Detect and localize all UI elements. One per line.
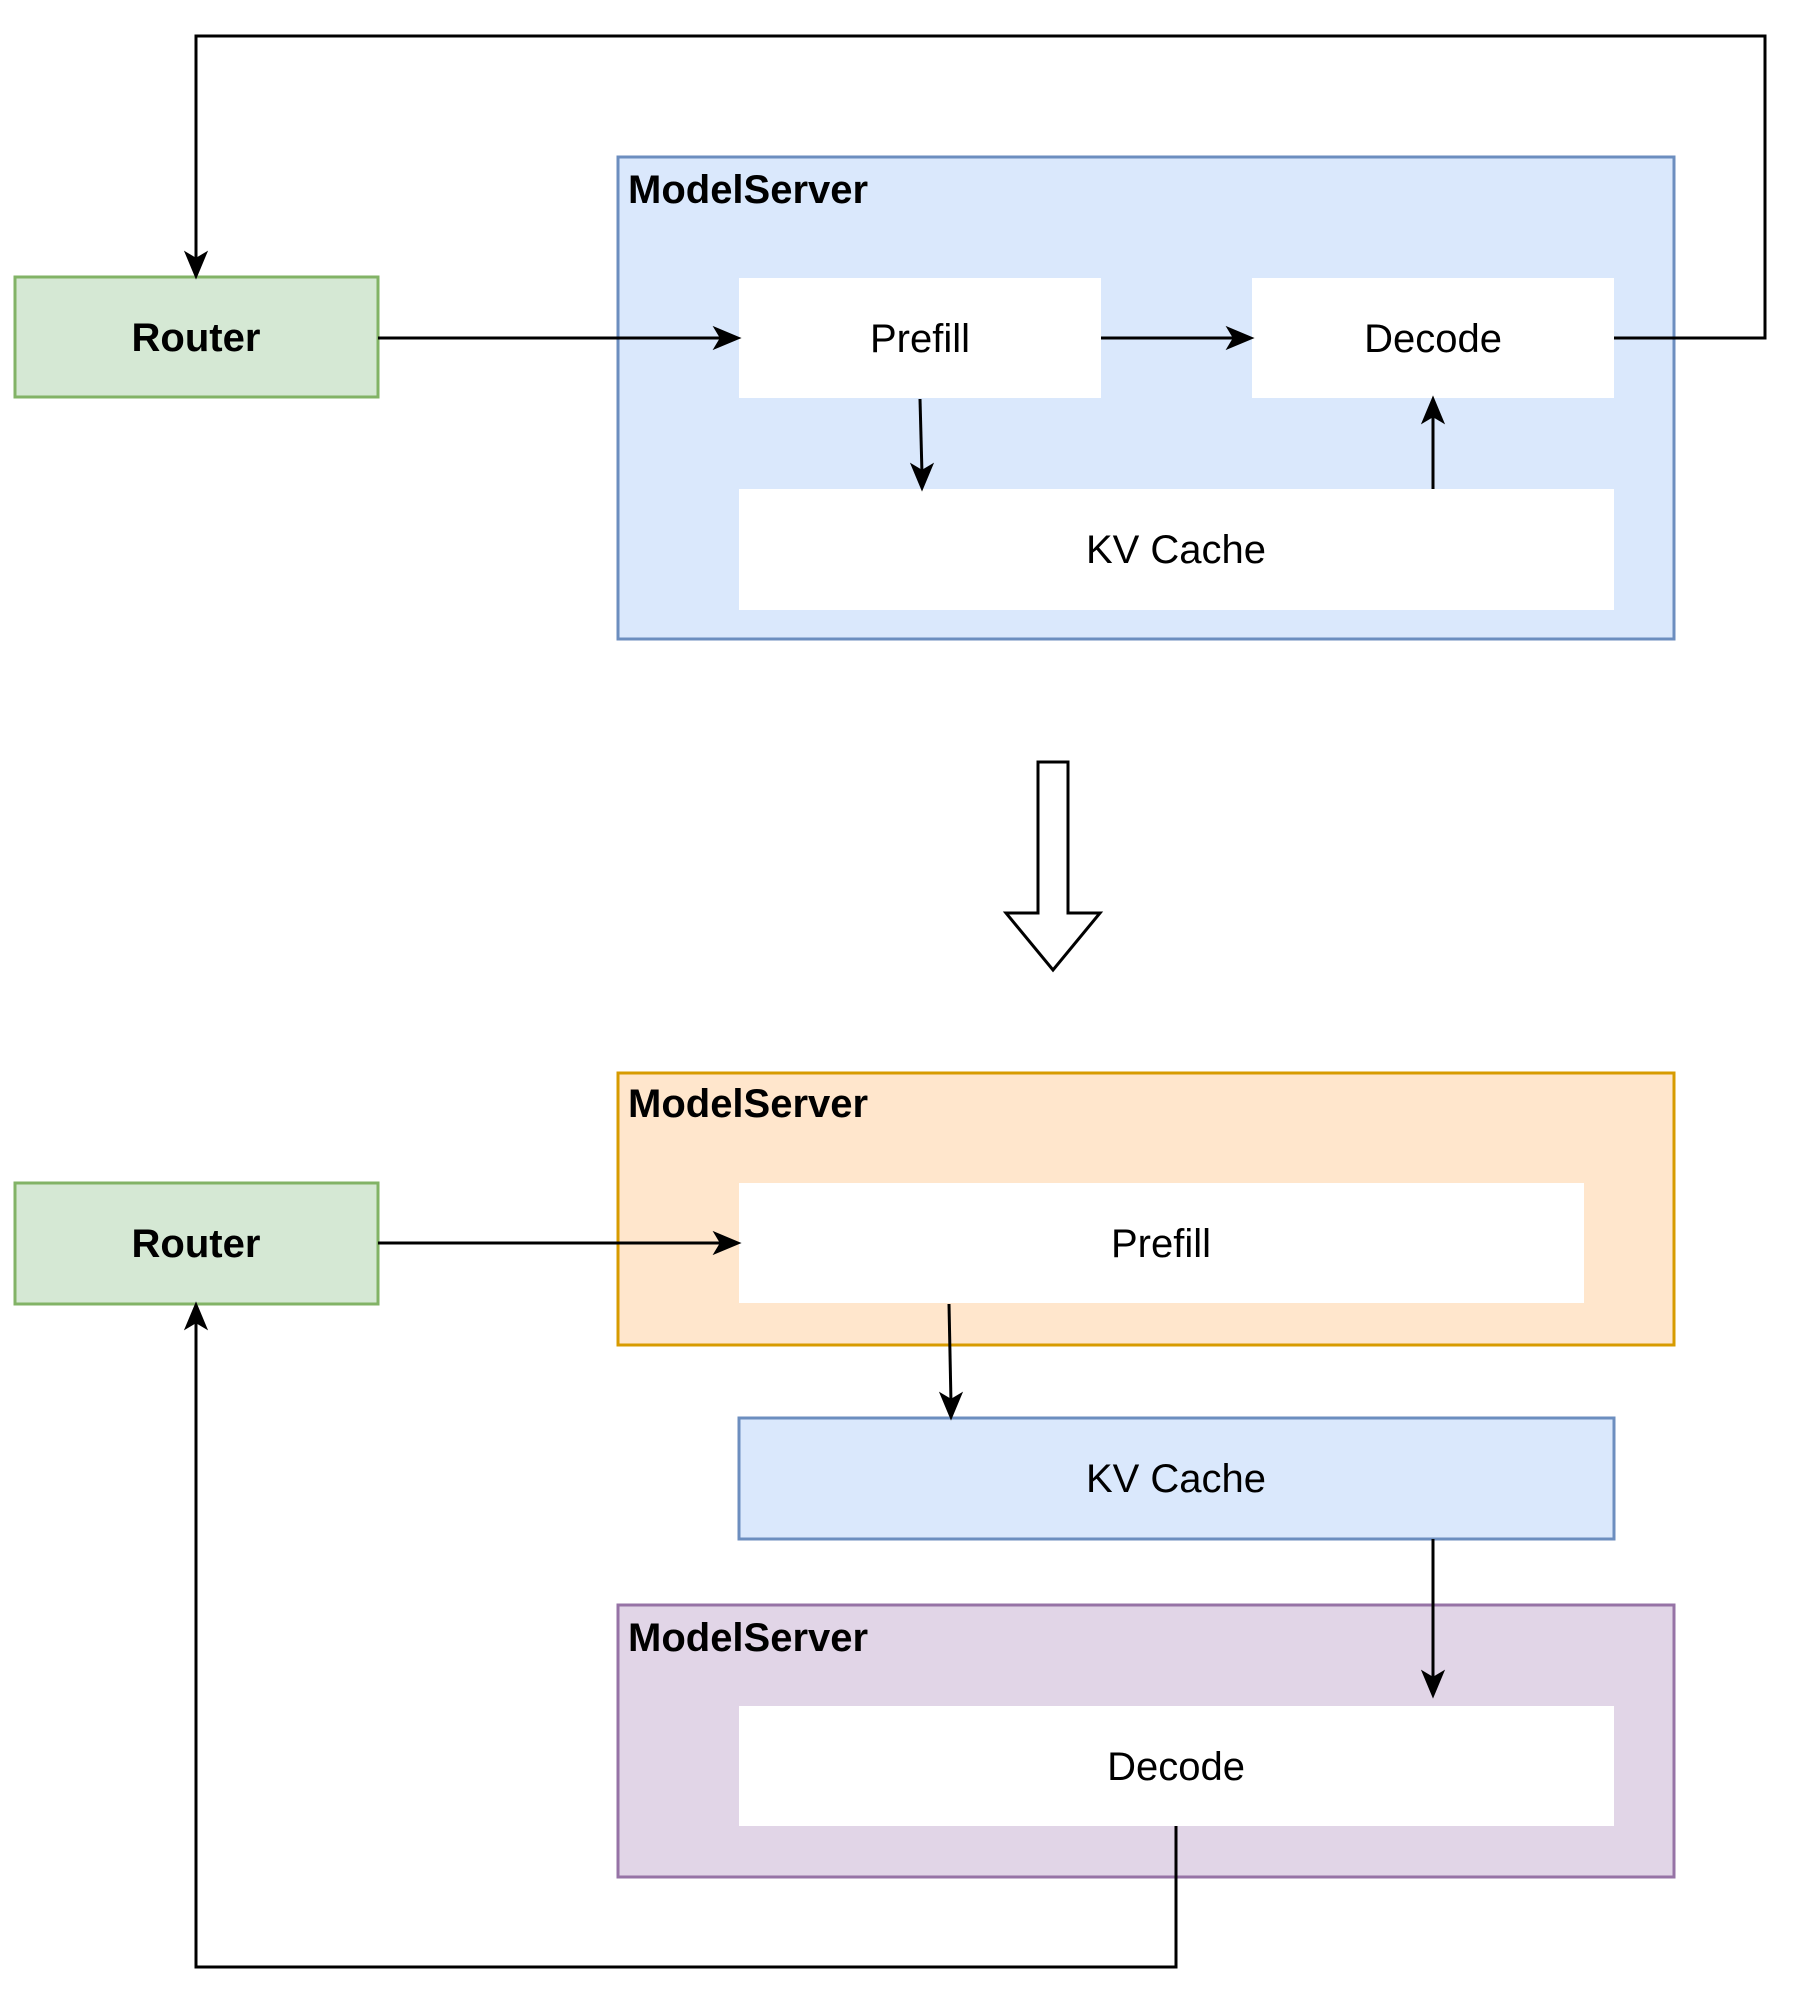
top-decode-to-router-arrowhead — [183, 250, 209, 280]
bottom-prefill-server-title: ModelServer — [628, 1082, 868, 1126]
top-kv-cache-box — [739, 489, 1614, 610]
hollow-down-arrow-icon — [1002, 760, 1104, 973]
bottom-decode-to-router-edge — [194, 1319, 1178, 1969]
bottom-decode-server-title: ModelServer — [628, 1616, 868, 1660]
top-router-label: Router — [132, 316, 261, 360]
bottom-decode-label: Decode — [1107, 1745, 1245, 1789]
top-kv-cache-to-decode-arrowhead — [1420, 395, 1446, 425]
top-decode-to-router-edge — [194, 34, 1767, 340]
top-prefill-label: Prefill — [870, 317, 970, 361]
bottom-kv-cache-to-decode-arrowhead — [1420, 1669, 1446, 1699]
bottom-prefill-to-kv-cache-edge — [947, 1303, 953, 1404]
top-router-to-prefill-arrowhead — [712, 325, 742, 351]
top-prefill-box — [739, 278, 1101, 398]
top-decode-box — [1252, 278, 1614, 398]
bottom-prefill-label: Prefill — [1111, 1222, 1211, 1266]
bottom-kv-cache-box — [737, 1416, 1616, 1541]
top-prefill-to-decode-arrowhead — [1225, 325, 1255, 351]
top-kv-cache-label: KV Cache — [1086, 528, 1266, 572]
top-router-box — [13, 275, 380, 399]
bottom-router-label: Router — [132, 1222, 261, 1266]
top-prefill-to-kv-cache-arrowhead — [909, 462, 935, 492]
top-prefill-to-kv-cache-edge — [918, 398, 924, 475]
bottom-prefill-to-kv-cache-arrowhead — [938, 1391, 964, 1421]
bottom-kv-cache-label: KV Cache — [1086, 1457, 1266, 1501]
bottom-router-box — [13, 1181, 380, 1306]
bottom-decode-to-router-arrowhead — [183, 1301, 209, 1331]
top-decode-label: Decode — [1364, 317, 1502, 361]
bottom-prefill-box — [739, 1183, 1584, 1303]
bottom-decode-box — [739, 1706, 1614, 1826]
disaggregated-architecture: ModelServer Prefill Router KV Cache Mode… — [13, 1071, 1676, 1969]
top-model-server-title: ModelServer — [628, 168, 868, 212]
bottom-router-to-prefill-arrowhead — [712, 1230, 742, 1256]
colocated-architecture: ModelServer Router Prefill Decode KV Cac… — [13, 34, 1767, 641]
